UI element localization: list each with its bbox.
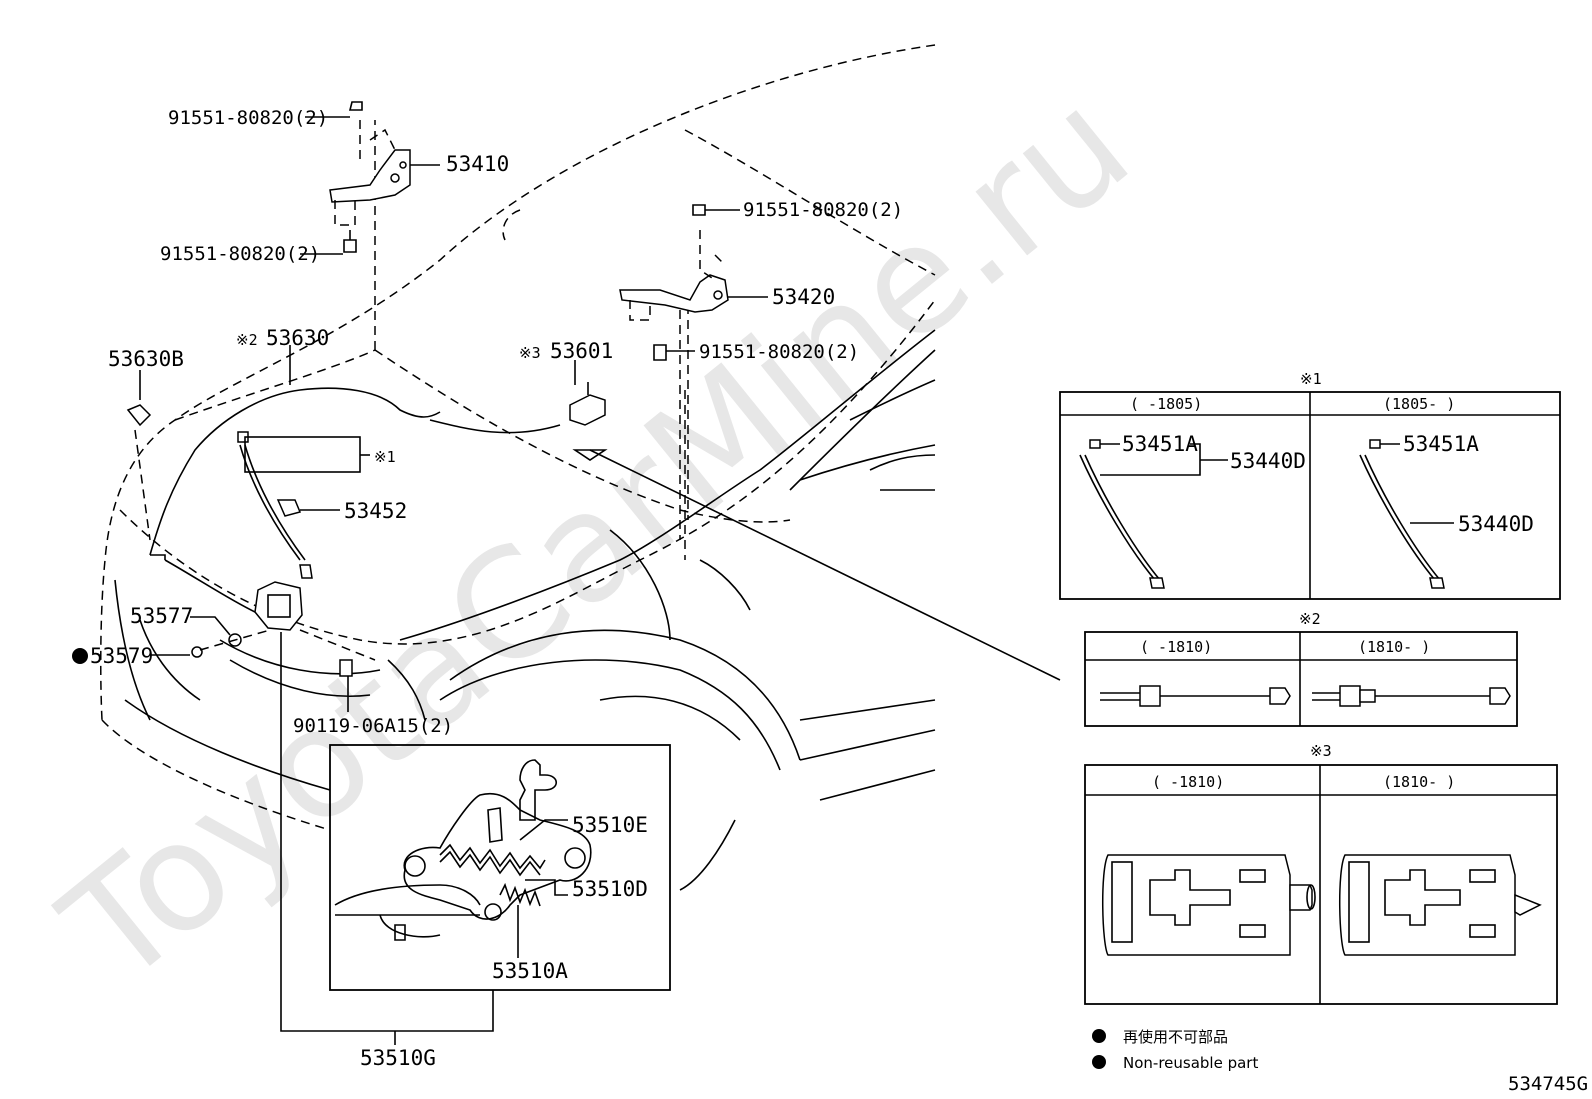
panel2-title: ※2 (1299, 610, 1321, 628)
panel1-col1-header: ( -1805) (1130, 395, 1202, 413)
hood-lock[interactable] (191, 581, 376, 677)
panel1-title: ※1 (1300, 370, 1322, 388)
diagram-code: 534745G (1508, 1073, 1588, 1095)
non-reusable-marker (72, 648, 88, 664)
release-cable[interactable] (126, 387, 561, 613)
legend-en: Non-reusable part (1123, 1054, 1258, 1072)
leader-lines (139, 116, 768, 712)
hinge-left[interactable] (329, 101, 411, 253)
label-bolt-right-lower[interactable]: 91551-80820(2) (699, 341, 859, 363)
label-box-ref: ※1 (374, 448, 396, 466)
ref-box-1 (244, 436, 361, 473)
label-bolt-left-lower[interactable]: 91551-80820(2) (160, 243, 320, 265)
label-lock-spring-a[interactable]: 53510A (492, 959, 568, 983)
ref-panel-1: ※1 ( -1805) (1805- ) 53451A 53440D 53451… (1059, 370, 1561, 600)
lever-new (1338, 854, 1542, 956)
label-bolt-lock[interactable]: 90119-06A15(2) (293, 715, 453, 737)
label-cable[interactable]: 53630 (266, 326, 329, 350)
panel2-col1-header: ( -1810) (1140, 638, 1212, 656)
hinge-right[interactable] (619, 204, 729, 540)
pointer-line (589, 449, 1061, 681)
panel1-col2-part-a[interactable]: 53451A (1403, 432, 1479, 456)
panel3-col2-header: (1810- ) (1383, 773, 1455, 791)
label-seal[interactable]: 53579 (90, 644, 153, 668)
label-lock-spring-e[interactable]: 53510E (572, 813, 648, 837)
panel1-col2-part-b[interactable]: 53440D (1458, 512, 1534, 536)
panel3-col1-header: ( -1810) (1152, 773, 1224, 791)
label-lever-ref: ※3 (519, 344, 541, 362)
label-rod-holder[interactable]: 53452 (344, 499, 407, 523)
car-body-outline (100, 44, 936, 831)
watermark: ToyotaCarMine.ru (32, 58, 1161, 1019)
panel1-col1-part-b[interactable]: 53440D (1230, 449, 1306, 473)
panel2-col2-header: (1810- ) (1358, 638, 1430, 656)
label-lock-spring-d[interactable]: 53510D (572, 877, 648, 901)
label-bolt-top[interactable]: 91551-80820(2) (168, 107, 328, 129)
release-lever[interactable] (569, 382, 606, 426)
label-cushion[interactable]: 53577 (130, 604, 193, 628)
ref-panel-3: ※3 ( -1810) (1810- ) (1084, 742, 1558, 1005)
legend-jp: 再使用不可部品 (1123, 1028, 1228, 1046)
cable-end-old (1100, 685, 1291, 707)
label-hinge-right[interactable]: 53420 (772, 285, 835, 309)
label-hinge-left[interactable]: 53410 (446, 152, 509, 176)
car-body-solid (114, 329, 936, 891)
label-lever[interactable]: 53601 (550, 339, 613, 363)
label-lock-assy[interactable]: 53510G (360, 1046, 436, 1070)
lever-old (1101, 854, 1316, 956)
label-support-rod-clamp[interactable]: 53630B (108, 347, 184, 371)
cable-end-new (1312, 685, 1511, 707)
ref-panel-2: ※2 ( -1810) (1810- ) (1084, 610, 1518, 727)
legend-dot-jp (1092, 1029, 1106, 1043)
panel1-col1-part-a[interactable]: 53451A (1122, 432, 1198, 456)
label-bolt-right-upper[interactable]: 91551-80820(2) (743, 199, 903, 221)
panel3-title: ※3 (1310, 742, 1332, 760)
panel1-col2-header: (1805- ) (1383, 395, 1455, 413)
legend-dot-en (1092, 1055, 1106, 1069)
legend: 再使用不可部品 Non-reusable part (1092, 1028, 1258, 1072)
lock-detail-box (280, 632, 671, 1045)
part-labels: 91551-80820(2) 53410 91551-80820(2) 9155… (72, 107, 903, 1070)
label-cable-ref: ※2 (236, 331, 258, 349)
hood-support-rod[interactable] (237, 431, 361, 579)
